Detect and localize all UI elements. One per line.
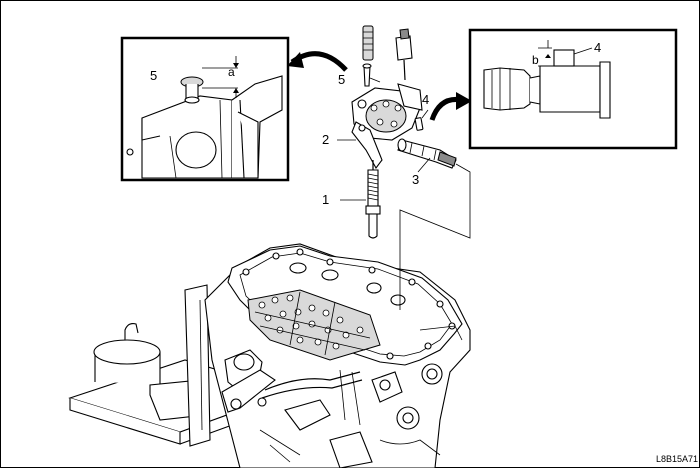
arrow-head-right [456, 92, 472, 110]
inset-right-dim-b: b [532, 53, 539, 67]
callout-3: 3 [412, 172, 419, 187]
connector-plug [395, 28, 413, 81]
callout-4: 4 [422, 92, 429, 107]
switch-assembly-part-2 [351, 83, 423, 170]
transmission-case [68, 243, 471, 468]
figure-code: L8B15A71 [656, 454, 698, 464]
inset-left-dim-a: a [228, 65, 235, 79]
leader-lines [337, 77, 471, 310]
inset-left [120, 36, 290, 182]
key-part-4 [414, 117, 424, 131]
manual-shaft-part-3 [397, 138, 457, 169]
callout-2: 2 [322, 132, 329, 147]
callout-5: 5 [338, 72, 345, 87]
inset-right-callout-4: 4 [594, 40, 601, 55]
threaded-rod-part-1 [365, 160, 381, 239]
detent-pin-part-5 [362, 63, 372, 87]
sleeve-tube [362, 25, 374, 61]
inset-right [468, 28, 678, 150]
valve-body [247, 289, 381, 361]
inset-left-callout-5: 5 [150, 68, 157, 83]
callout-1: 1 [322, 192, 329, 207]
arrow-head-left [287, 52, 304, 68]
